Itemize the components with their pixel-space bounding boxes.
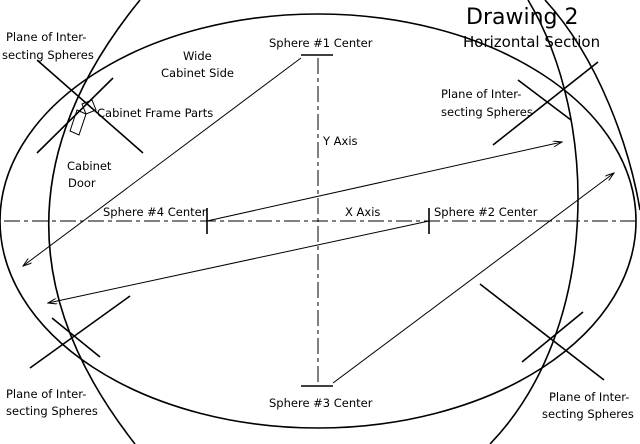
sphere3-center-label: Sphere #3 Center bbox=[269, 396, 373, 410]
radius-line-sphere2 bbox=[48, 220, 430, 303]
radius-line-sphere4 bbox=[206, 142, 562, 222]
plane-top-right-line-b bbox=[517, 79, 572, 121]
plane-label-top-right-1: Plane of Inter- bbox=[441, 87, 521, 101]
sphere2-center-label: Sphere #2 Center bbox=[434, 205, 538, 219]
y-axis-label: Y Axis bbox=[322, 134, 358, 148]
cabinet-frame-parts-label: Cabinet Frame Parts bbox=[97, 106, 213, 120]
sphere-arc-top-right bbox=[544, 0, 640, 211]
plane-bottom-left-line-b bbox=[51, 317, 101, 358]
sphere-arc-left bbox=[48, 0, 141, 444]
cabinet-door-part bbox=[69, 109, 87, 136]
cabinet-door-label-1: Cabinet bbox=[67, 159, 112, 173]
sphere-arc-right bbox=[489, 0, 579, 444]
cabinet-frame-part bbox=[81, 99, 97, 115]
sphere1-center-label: Sphere #1 Center bbox=[269, 36, 373, 50]
plane-label-top-left-1: Plane of Inter- bbox=[6, 30, 86, 44]
plane-label-top-left-2: secting Spheres bbox=[2, 48, 94, 62]
plane-bottom-left-line-a bbox=[29, 295, 131, 369]
wide-cabinet-side-label-2: Cabinet Side bbox=[161, 66, 234, 80]
plane-label-bottom-left-2: secting Spheres bbox=[6, 404, 98, 418]
sphere4-center-label: Sphere #4 Center bbox=[103, 205, 207, 219]
plane-label-bottom-left-1: Plane of Inter- bbox=[6, 387, 86, 401]
drawing-subtitle: Horizontal Section bbox=[463, 33, 600, 51]
plane-top-left-line-a bbox=[36, 59, 144, 154]
plane-label-bottom-right-1: Plane of Inter- bbox=[549, 390, 629, 404]
plane-top-right-line-a bbox=[492, 61, 599, 146]
radius-line-sphere1 bbox=[23, 57, 302, 266]
plane-label-bottom-right-2: secting Spheres bbox=[542, 407, 634, 421]
cabinet-door-label-2: Door bbox=[68, 176, 96, 190]
plane-bottom-right-line-a bbox=[479, 283, 605, 381]
x-axis-label: X Axis bbox=[345, 205, 380, 219]
radius-line-sphere3 bbox=[332, 173, 614, 384]
wide-cabinet-side-label-1: Wide bbox=[183, 49, 212, 63]
drawing-title: Drawing 2 bbox=[466, 5, 578, 30]
plane-bottom-right-line-b bbox=[521, 311, 584, 363]
plane-label-top-right-2: secting Spheres bbox=[441, 105, 533, 119]
